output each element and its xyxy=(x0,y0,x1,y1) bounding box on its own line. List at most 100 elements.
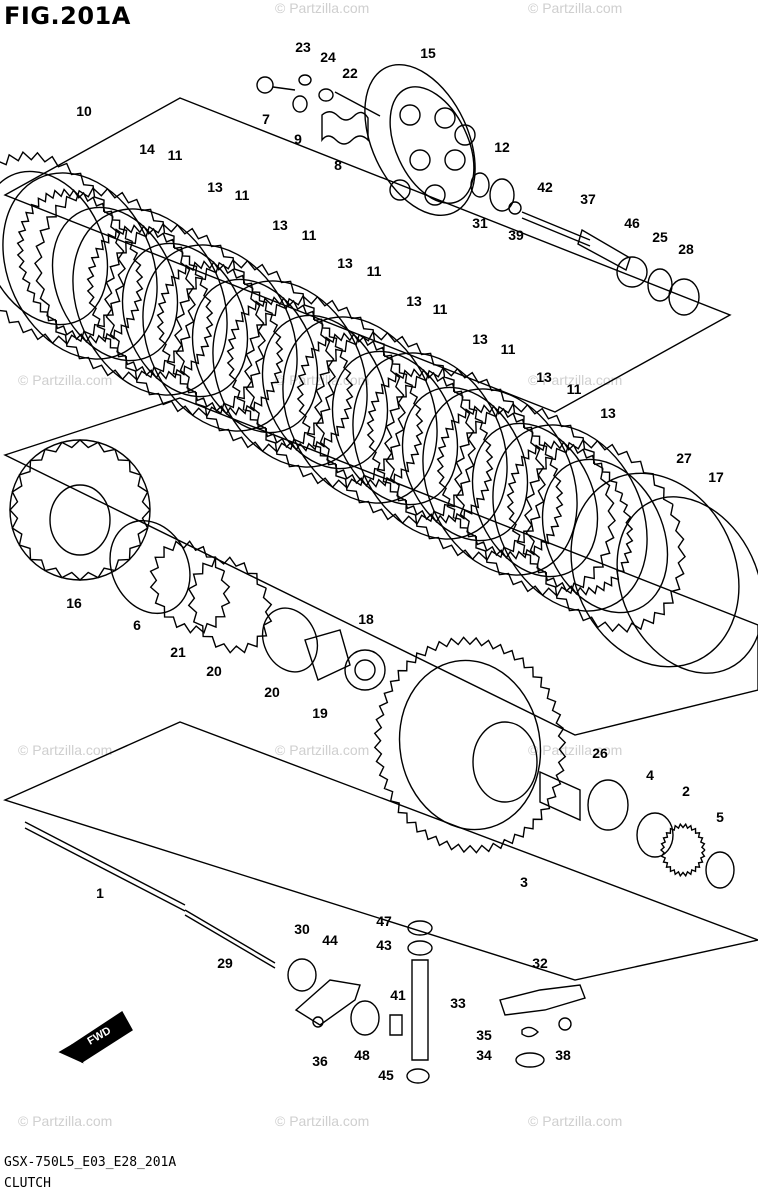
nut-25 xyxy=(616,256,648,288)
callout-label: 13 xyxy=(600,405,616,421)
washer-23 xyxy=(298,74,312,86)
figure-code: GSX-750L5_E03_E28_201A xyxy=(4,1155,177,1170)
callout-label: 43 xyxy=(376,937,392,953)
callout-label: 31 xyxy=(472,215,488,231)
callout-label: 33 xyxy=(450,995,466,1011)
watermark: © Partzilla.com xyxy=(528,742,623,758)
frame-upper xyxy=(3,97,732,413)
drive-plate-inner xyxy=(191,278,319,434)
push-rod-29 xyxy=(24,827,186,912)
push-rod-30 xyxy=(184,914,276,969)
callout-label: 29 xyxy=(217,955,233,971)
callout-label: 37 xyxy=(580,191,596,207)
stud-22 xyxy=(334,91,381,117)
callout-label: 32 xyxy=(532,955,548,971)
spring-boss xyxy=(424,184,446,206)
pin-33 xyxy=(389,1014,403,1036)
frame-middle xyxy=(3,397,758,736)
gear-web xyxy=(398,659,542,831)
watermark: © Partzilla.com xyxy=(275,0,370,16)
push-rod-37 xyxy=(521,211,591,241)
callout-label: 9 xyxy=(294,131,302,147)
callout-label: 11 xyxy=(567,381,582,397)
callout-label: 16 xyxy=(66,595,82,611)
callout-label: 5 xyxy=(716,809,724,825)
callout-label: 1 xyxy=(96,885,104,901)
spacer-2 xyxy=(636,812,674,858)
drive-plate xyxy=(454,403,616,597)
callout-label: 13 xyxy=(536,369,552,385)
callout-label: 11 xyxy=(302,227,317,243)
drive-plate-inner xyxy=(541,458,669,614)
callout-label: 11 xyxy=(235,187,250,203)
drive-plate xyxy=(244,295,406,489)
drive-plate xyxy=(0,151,126,345)
callout-label: 11 xyxy=(367,263,382,279)
needle-bearing-4 xyxy=(587,779,629,831)
drive-plate-inner xyxy=(401,386,529,542)
push-rod-37 xyxy=(521,217,591,247)
callout-label: 44 xyxy=(322,932,338,948)
watermark: © Partzilla.com xyxy=(528,0,623,16)
watermark: © Partzilla.com xyxy=(18,1113,113,1129)
watermark: © Partzilla.com xyxy=(275,1113,370,1129)
hub-splines xyxy=(9,439,151,581)
watermark: © Partzilla.com xyxy=(18,742,113,758)
spring-8 xyxy=(321,111,369,145)
callout-label: 20 xyxy=(206,663,222,679)
drive-plate xyxy=(104,223,266,417)
callout-label: 3 xyxy=(520,874,528,890)
spring-boss xyxy=(389,179,411,201)
bolt-7-shank xyxy=(272,86,296,91)
callout-label: 46 xyxy=(624,215,640,231)
callout-label: 13 xyxy=(472,331,488,347)
figure-name: CLUTCH xyxy=(4,1176,51,1191)
pressure-plate xyxy=(364,64,476,216)
bearing-42 xyxy=(489,178,515,212)
spring-boss xyxy=(434,107,456,129)
pressure-plate-hub xyxy=(389,86,475,204)
release-arm-35 xyxy=(499,984,586,1016)
driven-plate xyxy=(492,424,648,612)
bearing-43 xyxy=(407,920,433,936)
washer-27 xyxy=(668,278,700,316)
spring-34 xyxy=(521,1026,539,1038)
callout-label: 48 xyxy=(354,1047,370,1063)
callout-label: 35 xyxy=(476,1027,492,1043)
spring-boss xyxy=(454,124,476,146)
drive-plate-inner xyxy=(0,170,109,326)
primary-driven-gear xyxy=(373,636,567,854)
callout-label: 13 xyxy=(406,293,422,309)
callout-label: 23 xyxy=(295,39,311,55)
callout-label: 26 xyxy=(592,745,608,761)
driven-plate-inner xyxy=(86,224,214,380)
push-rod-30 xyxy=(184,909,276,964)
callout-label: 8 xyxy=(334,157,342,173)
callout-label: 10 xyxy=(76,103,92,119)
callout-label: 4 xyxy=(646,767,654,783)
watermark: © Partzilla.com xyxy=(275,742,370,758)
callout-label: 2 xyxy=(682,783,690,799)
frame-lower xyxy=(3,721,758,981)
bearing-40 xyxy=(406,1068,430,1084)
callout-label: 14 xyxy=(139,141,155,157)
callout-label: 39 xyxy=(508,227,524,243)
drive-plate-inner xyxy=(261,314,389,470)
oil-seal-45 xyxy=(350,1000,380,1036)
driven-plate-inner xyxy=(366,368,494,524)
callout-label: 38 xyxy=(555,1047,571,1063)
figure-title: FIG.201A xyxy=(4,2,131,30)
drive-plate-inner xyxy=(51,206,179,362)
spring-boss xyxy=(409,149,431,171)
seat-9 xyxy=(292,95,308,113)
cam-18 xyxy=(304,629,351,681)
washer-26-hole xyxy=(354,659,376,681)
drive-plate xyxy=(174,259,336,453)
driven-plate-inner xyxy=(436,404,564,560)
callout-label: 36 xyxy=(312,1053,328,1069)
watermark: © Partzilla.com xyxy=(528,1113,623,1129)
driven-plate xyxy=(282,316,438,504)
driven-plate xyxy=(212,280,368,468)
